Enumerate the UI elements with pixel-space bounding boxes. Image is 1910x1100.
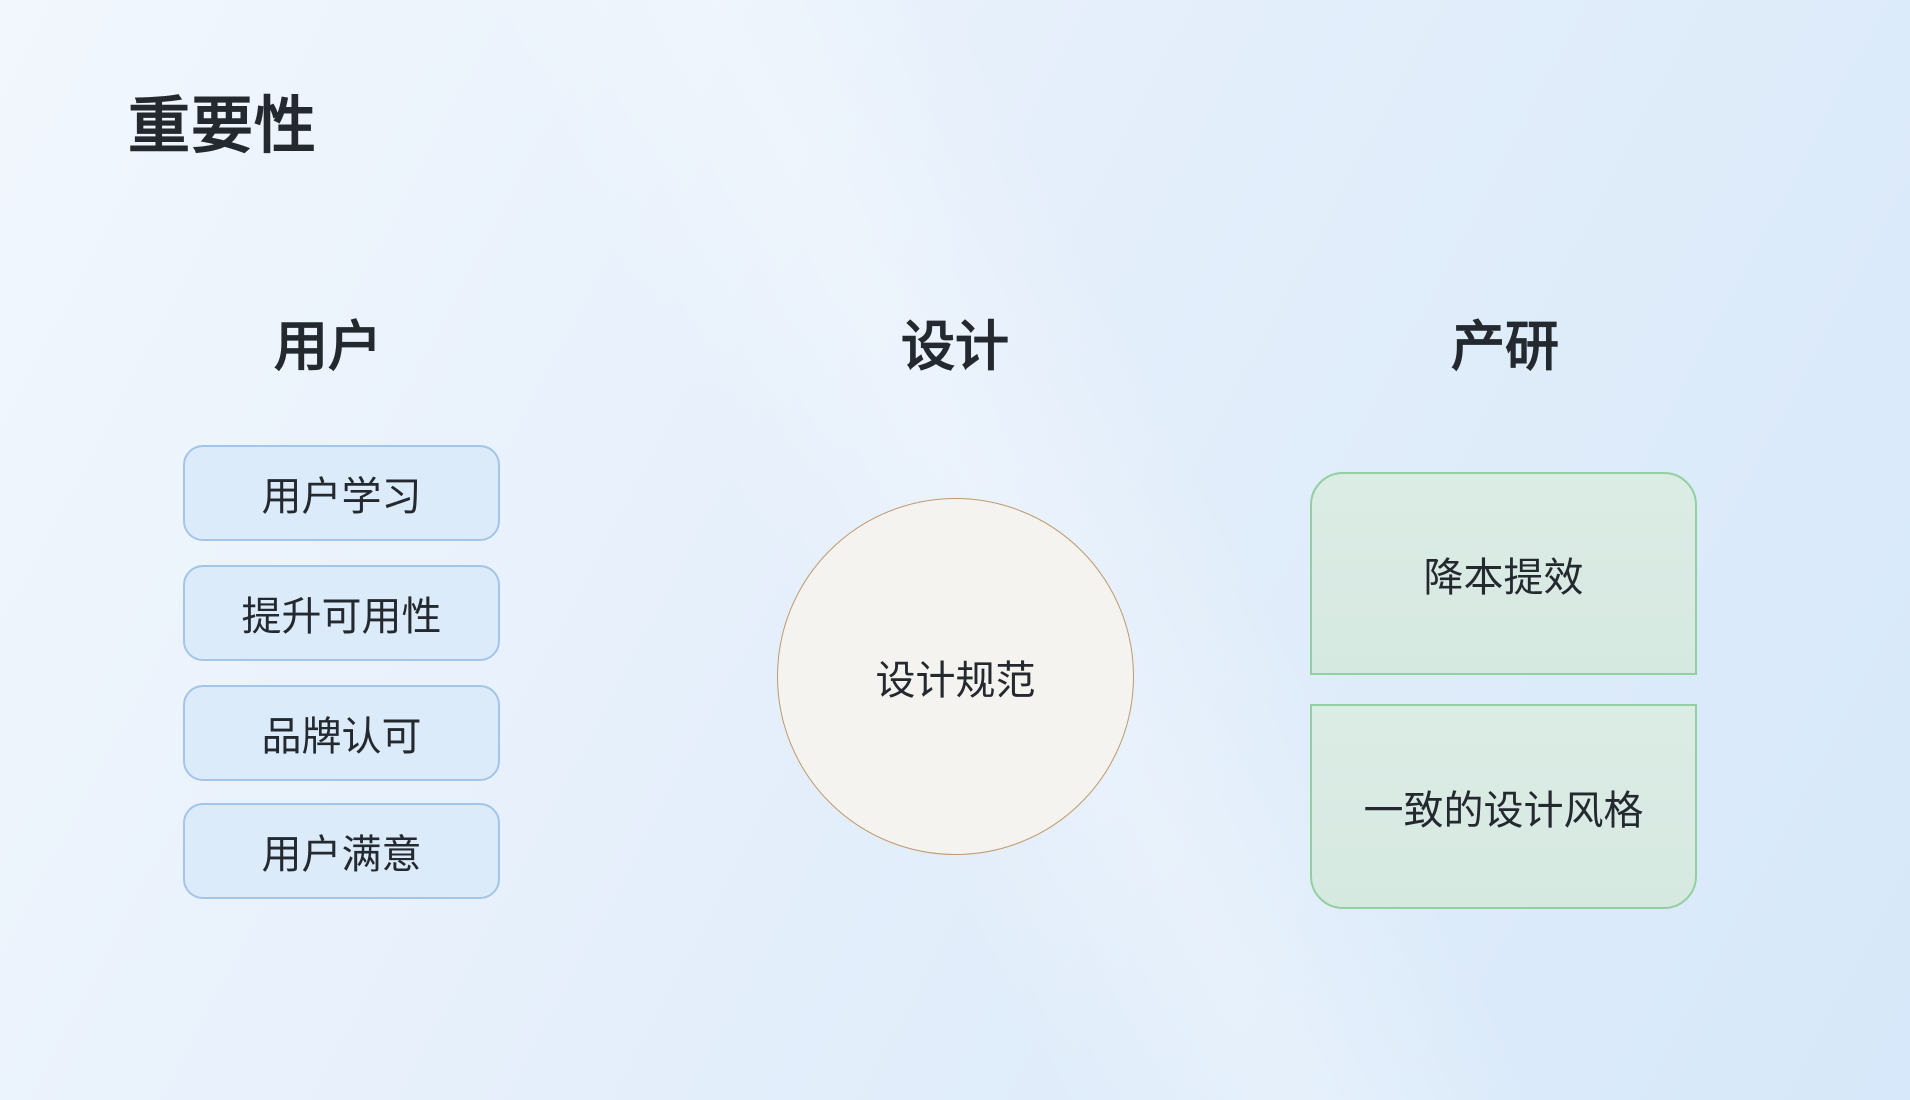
product-item-box-efficiency[interactable]: 降本提效 xyxy=(1310,472,1697,675)
column-header-product: 产研 xyxy=(1451,317,1559,377)
product-item-label: 降本提效 xyxy=(1423,555,1584,600)
user-item-label: 提升可用性 xyxy=(241,595,442,639)
column-header-users: 用户 xyxy=(274,317,382,377)
user-item-label: 品牌认可 xyxy=(261,715,422,759)
user-item-label: 用户满意 xyxy=(261,833,422,877)
user-item-box-usability[interactable]: 提升可用性 xyxy=(183,565,500,661)
user-item-box-satisfaction[interactable]: 用户满意 xyxy=(183,803,500,899)
user-item-box-learning[interactable]: 用户学习 xyxy=(183,445,500,541)
user-item-box-brand[interactable]: 品牌认可 xyxy=(183,685,500,781)
user-item-label: 用户学习 xyxy=(261,475,422,519)
page-title: 重要性 xyxy=(128,92,318,161)
product-item-label: 一致的设计风格 xyxy=(1363,788,1644,833)
product-item-box-consistency[interactable]: 一致的设计风格 xyxy=(1310,704,1697,909)
design-spec-circle[interactable]: 设计规范 xyxy=(777,498,1134,855)
column-header-design: 设计 xyxy=(901,317,1009,377)
design-spec-label: 设计规范 xyxy=(875,658,1036,703)
